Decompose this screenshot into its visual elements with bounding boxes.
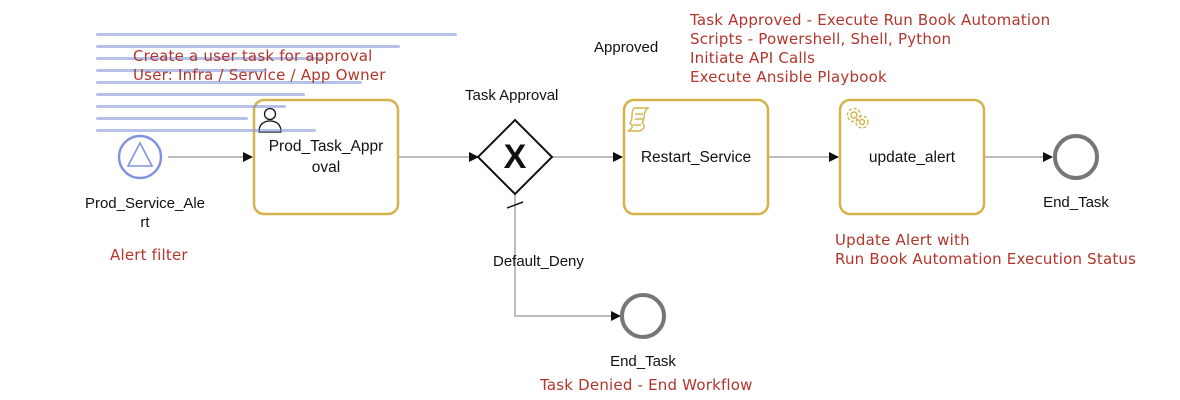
note-create-task-line2: User: Infra / Service / App Owner xyxy=(133,66,386,84)
note-alert-filter: Alert filter xyxy=(110,246,188,264)
restart-task-label: Restart_Service xyxy=(640,149,752,166)
default-flow-marker xyxy=(506,201,524,209)
restart-service-task[interactable] xyxy=(622,98,770,216)
gateway-x-icon: X xyxy=(503,138,527,176)
note-create-task-line1: Create a user task for approval xyxy=(133,47,373,65)
approval-task-label-1: Prod_Task_Appr xyxy=(268,138,384,155)
flow-default-deny-label: Default_Deny xyxy=(493,253,584,270)
end-event-denied-label: End_Task xyxy=(610,353,676,370)
start-event-label-2: rt xyxy=(140,214,150,231)
update-task-label: update_alert xyxy=(868,149,956,166)
flow-default-deny[interactable] xyxy=(514,194,621,321)
approval-task-label-2: oval xyxy=(311,159,341,176)
note-update-line1: Update Alert with xyxy=(835,231,970,249)
approval-user-task[interactable] xyxy=(252,98,400,216)
triangle-signal-icon xyxy=(126,141,154,167)
gateway-label: Task Approval xyxy=(465,87,559,104)
note-approved-line4: Execute Ansible Playbook xyxy=(690,68,887,86)
script-icon xyxy=(627,107,650,132)
end-event-denied[interactable] xyxy=(620,293,666,339)
gear-icon xyxy=(846,107,869,129)
flow-approved-label: Approved xyxy=(594,39,659,56)
note-approved-header: Task Approved - Execute Run Book Automat… xyxy=(690,11,1051,29)
note-denied: Task Denied - End Workflow xyxy=(540,376,753,394)
background-artifact xyxy=(96,24,476,174)
note-approved-line3: Initiate API Calls xyxy=(690,49,816,67)
end-event-main[interactable] xyxy=(1053,134,1099,180)
note-approved-line2: Scripts - Powershell, Shell, Python xyxy=(690,30,952,48)
end-event-main-label: End_Task xyxy=(1043,194,1109,211)
start-event[interactable] xyxy=(117,134,163,180)
user-icon xyxy=(258,107,282,133)
start-event-label-1: Prod_Service_Ale xyxy=(84,195,206,212)
exclusive-gateway[interactable] xyxy=(476,118,554,196)
note-update-line2: Run Book Automation Execution Status xyxy=(835,250,1137,268)
update-alert-task[interactable] xyxy=(838,98,986,216)
